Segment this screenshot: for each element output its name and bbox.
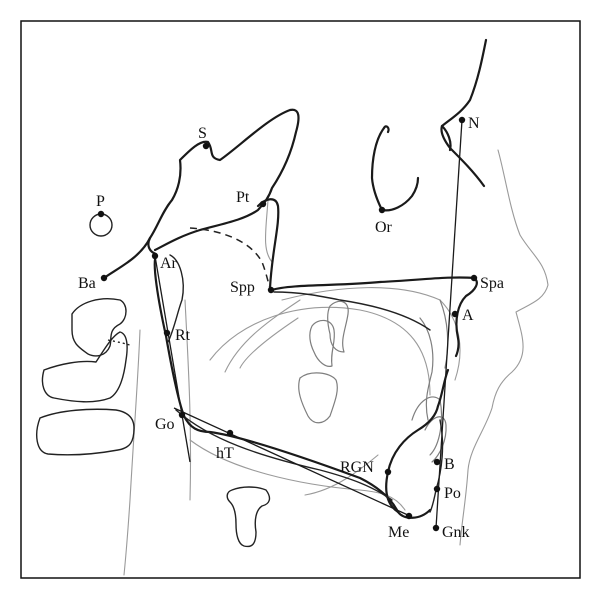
n-gnk-line — [435, 119, 463, 529]
landmark-point-ht — [226, 429, 234, 437]
landmark-label-or: Or — [375, 219, 393, 236]
ramus-line — [154, 255, 191, 463]
reference-lines — [154, 119, 463, 529]
landmark-label-ht: hT — [216, 445, 234, 462]
landmark-label-n: N — [468, 115, 480, 132]
landmark-point-a — [451, 310, 459, 318]
landmark-label-p: P — [96, 193, 105, 210]
landmark-label-s: S — [198, 125, 207, 142]
landmark-label-spp: Spp — [230, 279, 255, 296]
landmark-point-p — [97, 210, 105, 218]
landmark-point-me — [405, 512, 413, 520]
landmark-point-gnk — [432, 524, 440, 532]
figure-frame — [20, 20, 581, 579]
landmark-point-po — [433, 485, 441, 493]
ghost-outlines — [123, 149, 549, 576]
landmark-point-or — [378, 206, 386, 214]
landmark-point-go — [178, 411, 186, 419]
landmark-label-pt: Pt — [236, 189, 250, 206]
landmark-label-go: Go — [155, 416, 175, 433]
landmark-point-rt — [163, 329, 171, 337]
landmark-points — [97, 116, 478, 532]
landmark-point-pt — [259, 200, 267, 208]
landmark-point-ar — [151, 252, 159, 260]
landmark-label-rgn: RGN — [340, 459, 374, 476]
landmark-label-rt: Rt — [175, 327, 191, 344]
landmark-label-ba: Ba — [78, 275, 96, 292]
bone-outlines — [102, 38, 488, 519]
landmark-point-ba — [100, 274, 108, 282]
landmark-label-spa: Spa — [480, 275, 504, 292]
landmark-label-a: A — [462, 307, 474, 324]
landmark-point-s — [202, 142, 210, 150]
landmark-label-b: B — [444, 456, 455, 473]
landmark-point-spp — [267, 286, 275, 294]
landmark-label-me: Me — [388, 524, 409, 541]
vertebrae — [36, 213, 271, 548]
landmark-label-po: Po — [444, 485, 461, 502]
landmark-point-spa — [470, 274, 478, 282]
mandibular-plane-line — [173, 407, 411, 517]
landmark-label-ar: Ar — [160, 255, 178, 272]
landmark-point-b — [433, 458, 441, 466]
landmark-label-gnk: Gnk — [442, 524, 470, 541]
landmark-point-rgn — [384, 468, 392, 476]
landmark-point-n — [458, 116, 466, 124]
